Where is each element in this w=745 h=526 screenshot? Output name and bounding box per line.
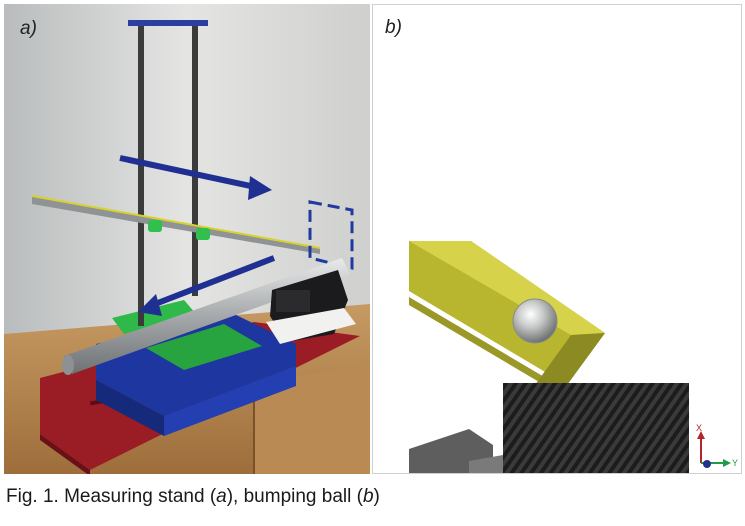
caption-middle: ), bumping ball ( [226,486,363,507]
caption-ref-b: b [362,486,374,507]
measuring-stand-illustration [4,4,370,474]
bumping-ball-render: X Y b) [372,4,742,474]
panel-b-label: b) [385,17,402,38]
caption-suffix: ) [373,486,380,507]
caption-prefix: Fig. 1. Measuring stand ( [6,486,217,507]
panel-a-label: a) [20,18,37,39]
figure-caption: Fig. 1. Measuring stand (a), bumping bal… [6,486,380,508]
x-axis-label: X [696,423,702,433]
caption-ref-a: a [216,486,227,507]
y-axis-label: Y [732,458,738,468]
measuring-stand-photo: a) [4,4,370,474]
bumping-ball-illustration: X Y [409,241,738,473]
